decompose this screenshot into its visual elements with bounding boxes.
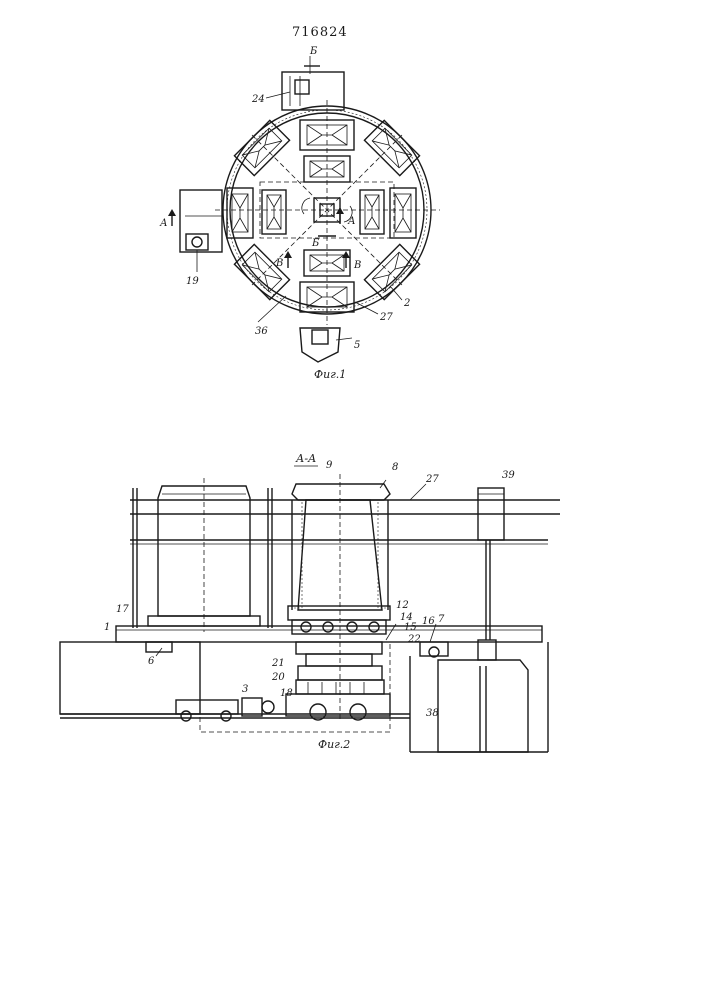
label-19: 19 — [186, 276, 199, 287]
figure-1: Б 24 А А Б В В 19 36 27 2 5 Фиг.1 — [159, 46, 440, 381]
spring-unit-21 — [306, 654, 372, 666]
mold-inner-left — [262, 190, 286, 234]
label-v-left: В — [275, 258, 283, 269]
label-2: 2 — [403, 298, 410, 309]
label-b-top: Б — [309, 46, 318, 57]
section-arrow-v-left — [284, 251, 292, 268]
label-38: 38 — [426, 708, 439, 719]
section-title: А-А — [295, 452, 316, 465]
mold-outer-bottom-right — [364, 244, 419, 299]
upper-bracket — [282, 72, 344, 110]
frame-16 — [296, 642, 382, 654]
label-16: 16 — [422, 616, 435, 627]
label-18: 18 — [280, 688, 293, 699]
label-27: 27 — [425, 474, 439, 485]
drive-unit-24 — [295, 80, 309, 94]
label-8: 8 — [392, 462, 398, 473]
label-9: 9 — [326, 460, 333, 471]
label-17: 17 — [116, 604, 129, 615]
label-v-center: В — [353, 260, 361, 271]
label-12: 12 — [396, 600, 409, 611]
mold-outer-bottom-left — [234, 244, 289, 299]
cart-base — [286, 694, 390, 716]
fig2-caption: Фиг.2 — [318, 738, 350, 751]
figure-2: А-А — [60, 452, 560, 752]
column-38 — [438, 660, 528, 752]
drive-5 — [300, 328, 340, 362]
support-7 — [420, 642, 448, 656]
label-1: 1 — [104, 622, 110, 633]
patent-number: 716824 — [292, 25, 348, 40]
label-15: 15 — [404, 622, 417, 633]
mold-outer-top-right — [364, 120, 419, 175]
vibro-unit-12 — [288, 606, 390, 620]
mold-inner-right — [360, 190, 384, 234]
label-20: 20 — [271, 672, 285, 683]
label-27: 27 — [379, 312, 393, 323]
label-24: 24 — [251, 94, 265, 105]
label-7: 7 — [438, 614, 445, 625]
label-5: 5 — [354, 340, 360, 351]
drive-housing — [60, 642, 200, 714]
mold-outer-top-left — [234, 120, 289, 175]
support-6 — [146, 642, 172, 652]
label-a-center: А — [347, 216, 356, 227]
label-36: 36 — [255, 326, 268, 337]
label-6: 6 — [148, 656, 155, 667]
section-arrow-v-center — [342, 251, 350, 268]
label-39: 39 — [502, 470, 515, 481]
label-a-left: А — [159, 218, 168, 229]
label-b-center: Б — [311, 238, 320, 249]
label-3: 3 — [242, 684, 248, 695]
fig1-caption: Фиг.1 — [314, 368, 346, 381]
section-arrow-a-left — [168, 209, 176, 226]
label-21: 21 — [271, 658, 285, 669]
mold-8-top — [292, 484, 390, 500]
label-22: 22 — [407, 634, 421, 645]
